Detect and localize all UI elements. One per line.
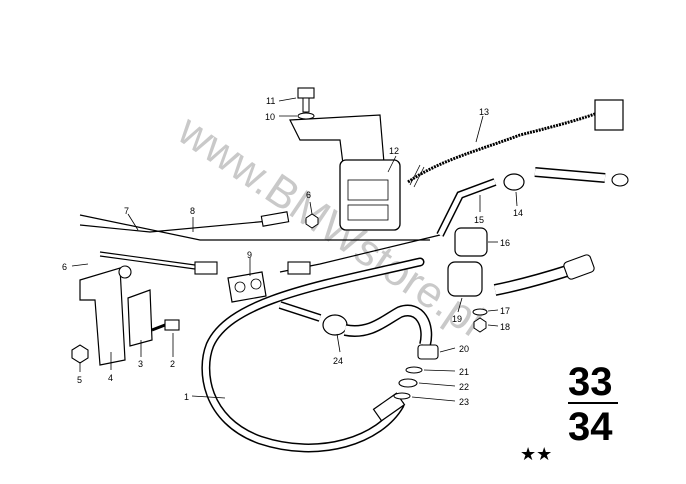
part-9-clip [227, 271, 267, 303]
callout-4: 4 [108, 373, 113, 383]
callout-14: 14 [513, 208, 523, 218]
part-14-cap [503, 173, 525, 191]
callout-8: 8 [190, 206, 195, 216]
part-2-bolt [151, 319, 180, 332]
part-7-8-lines [79, 211, 441, 275]
group-number: 33 34 ★★ [520, 360, 618, 465]
right-hose-lower [493, 254, 595, 296]
part-15-pipe [436, 178, 497, 237]
callout-13: 13 [479, 107, 489, 117]
part-4-bracket [79, 265, 132, 366]
callout-9: 9 [247, 250, 252, 260]
group-number-bottom: 34 [568, 405, 613, 449]
part-20-fitting [417, 344, 439, 360]
callout-2: 2 [170, 359, 175, 369]
callout-10: 10 [265, 112, 275, 122]
callout-22: 22 [459, 382, 469, 392]
part-11-bolt [297, 87, 315, 113]
star-rating: ★★ [520, 444, 552, 465]
callout-20: 20 [459, 344, 469, 354]
part-16-rubber-mount [454, 227, 488, 257]
callout-7: 7 [124, 206, 129, 216]
leader-lines [71, 97, 518, 402]
part-18-nut [473, 317, 487, 333]
part-13-wire-harness [407, 99, 624, 188]
part-21-washer [405, 366, 423, 374]
part-5-nut [71, 344, 89, 364]
callout-18: 18 [500, 322, 510, 332]
callout-6a: 6 [62, 262, 67, 272]
callout-6b: 6 [306, 190, 311, 200]
part-12-valve [289, 114, 401, 231]
part-17-washer [472, 308, 488, 316]
part-1-hose [201, 257, 425, 453]
callout-12: 12 [389, 146, 399, 156]
callout-3: 3 [138, 359, 143, 369]
part-22-nut [398, 378, 418, 388]
callout-17: 17 [500, 306, 510, 316]
part-3-bracket [127, 289, 153, 347]
callout-24: 24 [333, 356, 343, 366]
callout-21: 21 [459, 367, 469, 377]
callouts: 1 2 3 4 5 6 6 7 8 9 10 11 12 13 14 15 16… [62, 96, 523, 407]
part-24-fitting [278, 301, 433, 347]
callout-1: 1 [184, 392, 189, 402]
callout-11: 11 [266, 96, 275, 106]
callout-5: 5 [77, 375, 82, 385]
part-23-washer [393, 392, 411, 400]
callout-19: 19 [452, 314, 462, 324]
group-number-top: 33 [568, 360, 613, 404]
part-19-bracket [447, 261, 483, 297]
part-10-washer [297, 112, 315, 120]
right-hose-upper [534, 167, 629, 187]
callout-15: 15 [474, 215, 484, 225]
callout-23: 23 [459, 397, 469, 407]
callout-16: 16 [500, 238, 510, 248]
